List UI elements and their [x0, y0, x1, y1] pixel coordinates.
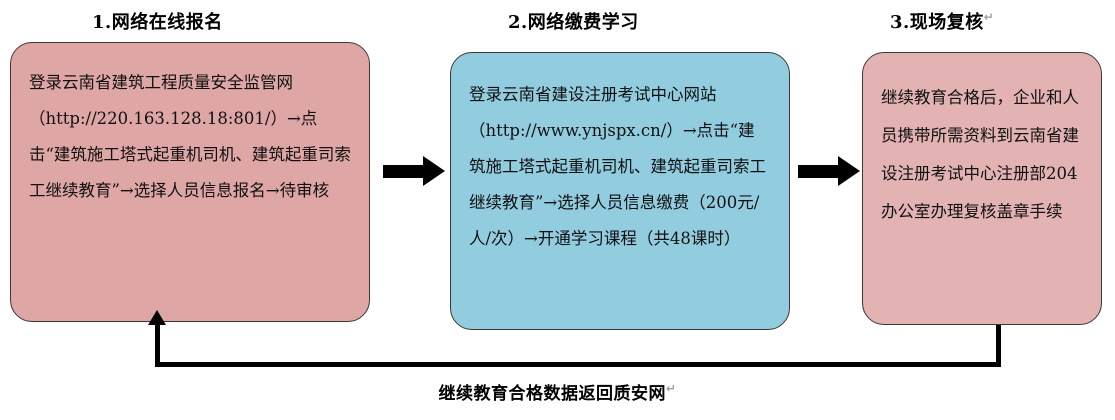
feedback-segment-horizontal [155, 362, 1001, 367]
step-1-box: 登录云南省建筑工程质量安全监管网（http://220.163.128.18:8… [10, 42, 370, 322]
step-2-heading: 2.网络缴费学习 [508, 7, 639, 33]
step-3-box: 继续教育合格后，企业和人员携带所需资料到云南省建设注册考试中心注册部204办公室… [862, 52, 1102, 325]
arrow-shaft [383, 165, 425, 178]
pilcrow-mark: ↵ [665, 381, 677, 396]
step-2-heading-label: 2.网络缴费学习 [508, 12, 639, 33]
feedback-loop-caption: 继续教育合格数据返回质安网↵ [0, 379, 1115, 404]
step-2-text: 登录云南省建设注册考试中心网站（http://www.ynjspx.cn/）→点… [469, 85, 766, 248]
feedback-arrow-head-icon [148, 310, 166, 325]
arrow-head [838, 156, 860, 186]
step-3-text: 继续教育合格后，企业和人员携带所需资料到云南省建设注册考试中心注册部204办公室… [881, 88, 1079, 221]
arrow-head [423, 156, 445, 186]
step-3-heading-label: 3.现场复核 [890, 12, 984, 33]
feedback-segment-up [155, 322, 160, 366]
arrow-shaft [798, 165, 840, 178]
arrow-step1-to-step2-icon [383, 156, 445, 187]
step-2-box: 登录云南省建设注册考试中心网站（http://www.ynjspx.cn/）→点… [450, 52, 790, 330]
caption-text: 继续教育合格数据返回质安网 [438, 384, 666, 404]
step-1-text: 登录云南省建筑工程质量安全监管网（http://220.163.128.18:8… [29, 73, 351, 200]
pilcrow-mark: ↵ [983, 10, 995, 24]
step-1-heading-label: 1.网络在线报名 [92, 12, 223, 33]
arrow-step2-to-step3-icon [798, 156, 860, 187]
step-3-heading: 3.现场复核↵ [890, 7, 994, 33]
step-1-heading: 1.网络在线报名 [92, 7, 223, 33]
feedback-segment-down [996, 325, 1001, 367]
